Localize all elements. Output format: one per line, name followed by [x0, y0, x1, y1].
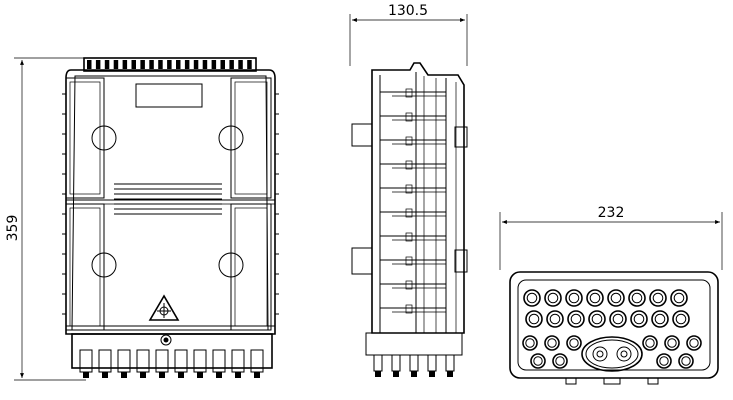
height-dimension-label: 359: [5, 215, 21, 242]
height-dimension: 359: [5, 57, 86, 381]
width-dimension: 232: [499, 205, 723, 270]
front-view: [62, 57, 279, 378]
depth-dimension-label: 130.5: [388, 3, 428, 19]
depth-dimension: 130.5: [349, 3, 468, 66]
side-view: [351, 62, 468, 377]
bottom-view: [509, 271, 719, 385]
width-dimension-label: 232: [598, 205, 625, 221]
laser-warning-icon: [148, 294, 180, 321]
